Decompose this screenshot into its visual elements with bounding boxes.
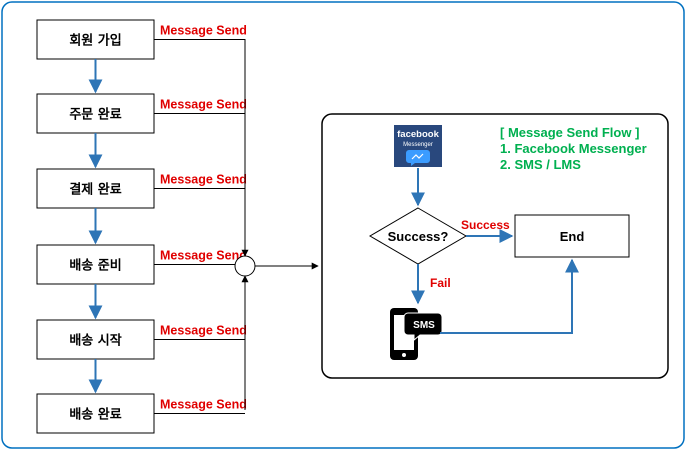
step-label: 배송 시작 bbox=[69, 333, 121, 349]
decision-text: Success? bbox=[388, 229, 449, 244]
fail-label: Fail bbox=[430, 276, 451, 290]
messenger-icon-text: facebook bbox=[397, 129, 439, 140]
sms-icon-text: SMS bbox=[413, 320, 435, 331]
message-send-label: Message Send bbox=[160, 24, 247, 38]
end-box bbox=[514, 214, 630, 258]
merge-node bbox=[234, 255, 256, 277]
sms-to-end-line bbox=[440, 258, 579, 334]
message-send-label: Message Send bbox=[160, 249, 247, 263]
legend-item-1: 1. Facebook Messenger bbox=[500, 141, 647, 156]
step-label: 결제 완료 bbox=[69, 182, 121, 198]
message-send-label: Message Send bbox=[160, 173, 247, 187]
end-text: End bbox=[560, 229, 585, 244]
step-box bbox=[36, 168, 155, 209]
step-label: 배송 완료 bbox=[69, 407, 121, 423]
success-label: Success bbox=[461, 218, 510, 232]
step-box bbox=[36, 19, 155, 60]
messenger-icon-subtext: Messenger bbox=[403, 142, 433, 148]
message-send-label: Message Send bbox=[160, 398, 247, 412]
step-box bbox=[36, 393, 155, 434]
message-send-label: Message Send bbox=[160, 98, 247, 112]
message-send-label: Message Send bbox=[160, 324, 247, 338]
step-label: 배송 준비 bbox=[69, 258, 121, 274]
facebook-messenger-icon: facebook Messenger bbox=[394, 125, 442, 167]
step-box bbox=[36, 93, 155, 134]
step-label: 주문 완료 bbox=[69, 108, 121, 123]
step-list: 회원 가입 Message Send 주문 완료 Message Send 결제 완료 M… bbox=[36, 19, 247, 434]
legend-item-2: 2. SMS / LMS bbox=[500, 157, 581, 172]
step-label: 회원 가입 bbox=[69, 33, 121, 49]
legend-title: [ Message Send Flow ] bbox=[500, 125, 639, 140]
step-box bbox=[36, 244, 155, 285]
sms-phone-icon: SMS bbox=[390, 308, 443, 360]
